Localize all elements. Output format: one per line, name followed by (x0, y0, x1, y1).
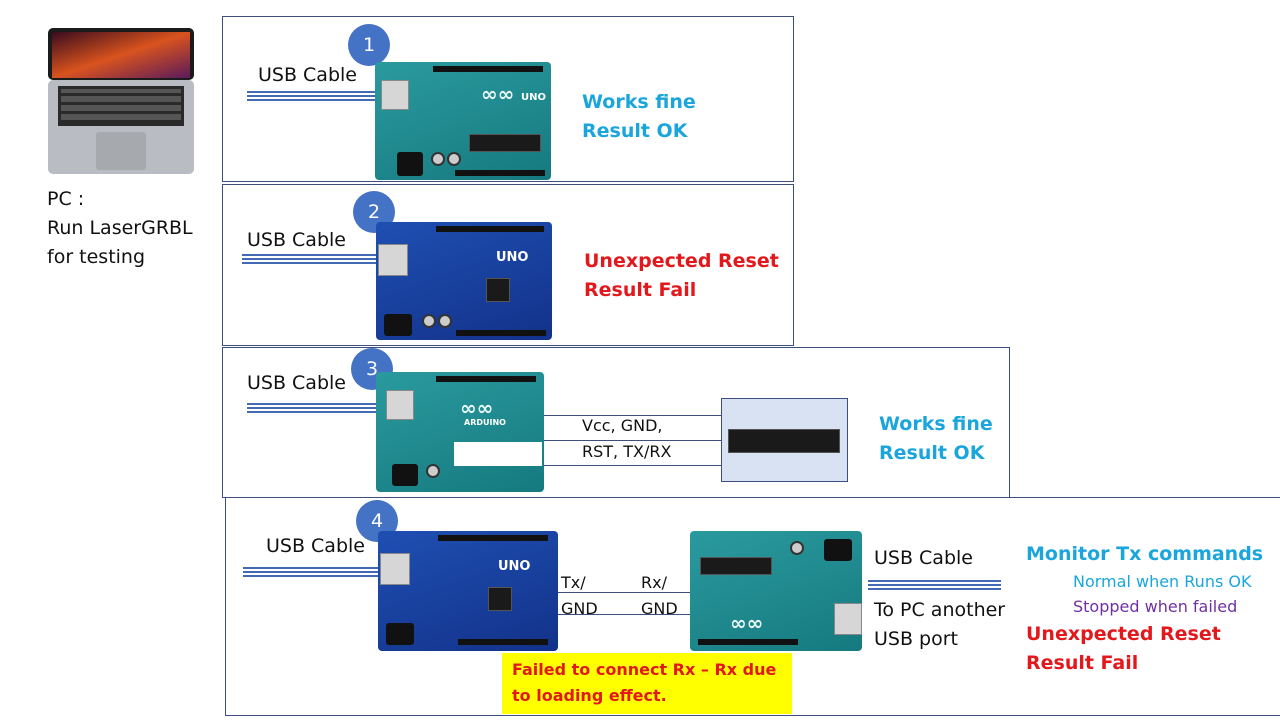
scenario-4-usb-cable-left (243, 567, 381, 578)
scenario-4-right-cable-note-2: USB port (874, 628, 958, 650)
scenario-1-arduino-board-image: ∞∞ UNO (375, 62, 551, 180)
scenario-2-usb-cable (242, 254, 377, 265)
scenario-1-result-line1: Works fine (582, 91, 696, 113)
scenario-1-badge: 1 (348, 24, 390, 66)
scenario-4-rx-gnd-label: GND (641, 599, 678, 618)
scenario-4-result-line1: Unexpected Reset (1026, 623, 1221, 645)
scenario-4-note-line1: Failed to connect Rx – Rx due (512, 660, 777, 679)
scenario-4-tx-gnd-label: GND (561, 599, 598, 618)
pc-label-line3: for testing (47, 246, 146, 268)
scenario-4-wire-tx-rx (558, 592, 692, 593)
scenario-3-wire-2 (544, 440, 722, 441)
scenario-4-wire-gnd (558, 614, 692, 615)
scenario-3-usb-cable (247, 403, 390, 414)
scenario-4-monitor-line1: Normal when Runs OK (1073, 572, 1252, 591)
scenario-4-right-cable-note-1: To PC another (874, 599, 1006, 621)
scenario-4-monitor-line2: Stopped when failed (1073, 597, 1238, 616)
pc-label-line2: Run LaserGRBL (47, 217, 193, 239)
scenario-3-wire-1 (544, 415, 722, 416)
scenario-4-monitor-title: Monitor Tx commands (1026, 543, 1264, 565)
scenario-4-rx-label: Rx/ (641, 573, 667, 592)
laptop-icon (46, 26, 196, 176)
scenario-3-cable-label: USB Cable (247, 372, 346, 394)
scenario-1-cable-label: USB Cable (258, 64, 357, 86)
scenario-4-usb-cable-right (868, 580, 1001, 591)
scenario-3-wire-label-2: RST, TX/RX (582, 442, 672, 461)
scenario-4-result-line2: Result Fail (1026, 652, 1139, 674)
scenario-3-wire-label-1: Vcc, GND, (582, 416, 663, 435)
scenario-2-cable-label: USB Cable (247, 229, 346, 251)
scenario-3-mcu-chip (728, 429, 840, 453)
scenario-4-tx-label: Tx/ (561, 573, 586, 592)
scenario-2-uno-clone-board-image: UNO (376, 222, 552, 340)
scenario-3-arduino-board-image: ∞∞ ARDUINO (376, 372, 544, 492)
scenario-3-wire-3 (544, 465, 722, 466)
pc-label-line1: PC : (47, 188, 85, 210)
scenario-2-result-line2: Result Fail (584, 279, 697, 301)
scenario-3-external-mcu-box (721, 398, 848, 482)
scenario-1-result-line2: Result OK (582, 120, 688, 142)
scenario-4-uno-clone-board-image: UNO (378, 531, 558, 651)
scenario-1-usb-cable (247, 91, 377, 102)
scenario-3-result-line1: Works fine (879, 413, 993, 435)
scenario-4-note-box: Failed to connect Rx – Rx due to loading… (502, 653, 792, 714)
scenario-3-result-line2: Result OK (879, 442, 985, 464)
scenario-4-right-cable-label: USB Cable (874, 547, 973, 569)
scenario-2-result-line1: Unexpected Reset (584, 250, 779, 272)
scenario-4-note-line2: to loading effect. (512, 686, 667, 705)
scenario-4-arduino-board-image: ∞∞ (690, 531, 862, 651)
scenario-4-cable-label: USB Cable (266, 535, 365, 557)
